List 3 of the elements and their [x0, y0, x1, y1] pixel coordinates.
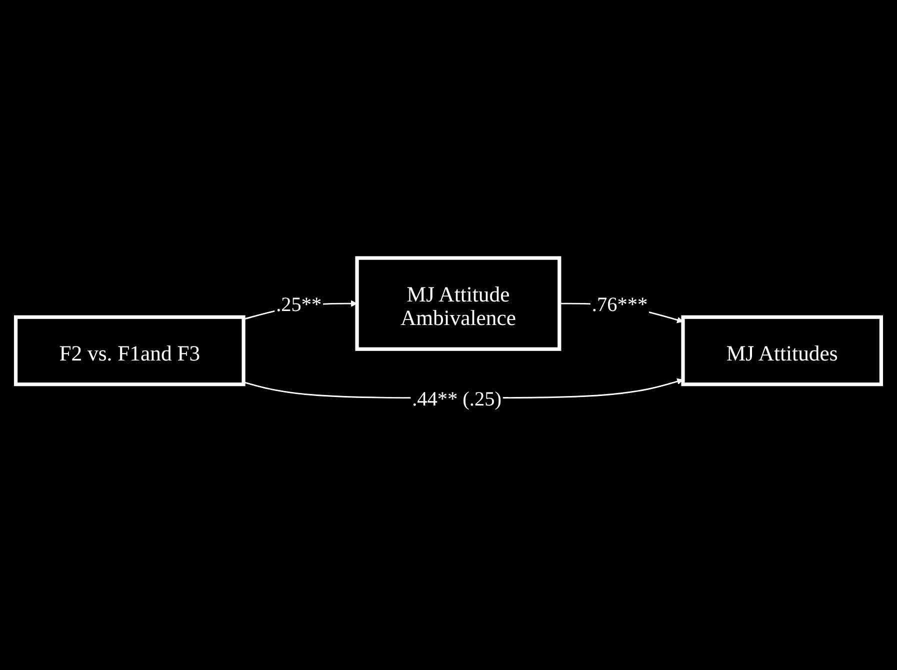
process-box: F2 vs. F1and F3	[14, 315, 246, 386]
process-box: MJ Attitudes	[681, 315, 884, 386]
process-box: MJ Attitude Ambivalence	[355, 256, 562, 351]
